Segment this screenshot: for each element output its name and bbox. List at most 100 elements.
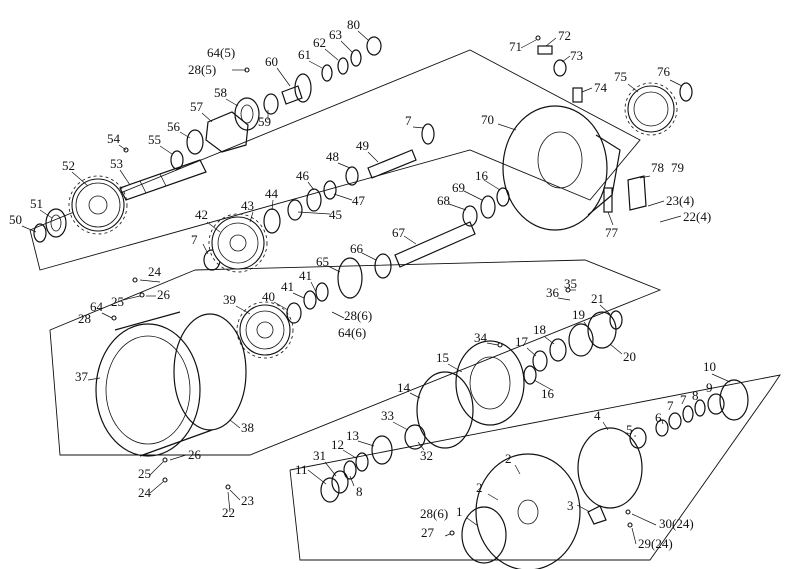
ring-8 xyxy=(343,460,357,480)
gear-31 xyxy=(331,470,349,494)
callout-7d: 7 xyxy=(680,392,687,407)
cover-4 xyxy=(577,427,643,509)
callout-30: 30(24) xyxy=(659,516,694,531)
ring-12 xyxy=(355,452,369,472)
callout-29: 29(24) xyxy=(638,536,673,551)
plug-74 xyxy=(572,87,583,103)
bolt-30 xyxy=(625,509,631,515)
callout-4: 4 xyxy=(594,408,601,423)
ring-76 xyxy=(679,82,693,102)
ring-48 xyxy=(345,166,359,186)
callout-19: 19 xyxy=(572,307,585,322)
sensor-78 xyxy=(627,175,647,211)
callout-22b: 22(4) xyxy=(683,209,711,224)
callout-39: 39 xyxy=(223,292,236,307)
callout-64: 64 xyxy=(90,299,104,314)
callout-56: 56 xyxy=(167,119,181,134)
callout-64-5: 64(5) xyxy=(207,45,235,60)
callout-2b: 2 xyxy=(476,480,483,495)
callout-labels: 1 2 2 3 4 5 6 7 7 7 7 8 8 9 10 11 12 13 … xyxy=(9,17,716,551)
drum-flange-38 xyxy=(173,313,247,431)
callout-3: 3 xyxy=(567,498,574,513)
callout-52: 52 xyxy=(62,158,75,173)
callout-23b: 23(4) xyxy=(666,193,694,208)
callout-42: 42 xyxy=(195,207,208,222)
callout-33: 33 xyxy=(381,408,394,423)
callout-6: 6 xyxy=(655,410,662,425)
frame-lower-assembly xyxy=(289,374,781,561)
seal-21 xyxy=(609,310,623,330)
callout-26b: 26 xyxy=(188,447,202,462)
callout-9: 9 xyxy=(706,380,713,395)
cover-1 xyxy=(461,506,507,564)
callout-13: 13 xyxy=(346,428,359,443)
ring-18 xyxy=(549,338,567,362)
callout-62: 62 xyxy=(313,35,326,50)
callout-31: 31 xyxy=(313,448,326,463)
callout-40: 40 xyxy=(262,289,275,304)
callout-69: 69 xyxy=(452,180,465,195)
o-ring-14 xyxy=(416,371,474,449)
bolt-25b xyxy=(162,457,168,463)
callout-64-6: 64(6) xyxy=(338,325,366,340)
callout-2: 2 xyxy=(505,451,512,466)
callout-1: 1 xyxy=(456,504,463,519)
callout-60: 60 xyxy=(265,54,278,69)
seal-41b xyxy=(303,290,317,310)
callout-24b: 24 xyxy=(138,485,152,500)
seal-ring-50 xyxy=(33,223,47,243)
gear-39 xyxy=(239,304,291,356)
carrier-group xyxy=(416,287,623,449)
callout-55: 55 xyxy=(148,132,161,147)
ring-16 xyxy=(496,187,510,207)
callout-38: 38 xyxy=(241,420,254,435)
callout-50: 50 xyxy=(9,212,22,227)
drum-end-37 xyxy=(95,323,201,457)
nut-80 xyxy=(366,36,382,56)
ring-7d xyxy=(682,405,694,423)
carrier-15 xyxy=(455,340,525,426)
callout-28-6: 28(6) xyxy=(344,308,372,323)
bolt-24a xyxy=(132,277,138,283)
callout-7: 7 xyxy=(405,113,412,128)
leader-lines xyxy=(21,30,731,545)
seal-41a xyxy=(315,282,329,302)
spacer-45 xyxy=(287,199,303,221)
input-shaft-group xyxy=(33,36,382,243)
bearing-cap-58 xyxy=(234,97,260,131)
disk-2 xyxy=(475,453,581,569)
callout-12: 12 xyxy=(331,437,344,452)
frame-middle-assembly xyxy=(49,259,662,456)
callout-46: 46 xyxy=(296,168,310,183)
callout-11: 11 xyxy=(295,462,308,477)
bearing-68 xyxy=(462,205,478,227)
bolt-71 xyxy=(535,35,541,41)
callout-76: 76 xyxy=(657,64,671,79)
shaft-67 xyxy=(394,221,476,268)
callout-34: 34 xyxy=(474,330,488,345)
lower-group xyxy=(320,379,749,569)
bolt-24b xyxy=(162,477,168,483)
callout-8b: 8 xyxy=(692,388,699,403)
callout-48: 48 xyxy=(326,149,339,164)
drum-group xyxy=(95,277,247,490)
callout-21: 21 xyxy=(591,291,604,306)
callout-58: 58 xyxy=(214,85,227,100)
callout-26: 26 xyxy=(157,287,171,302)
callout-43: 43 xyxy=(241,198,254,213)
bearing-69 xyxy=(480,195,496,219)
bolt-27 xyxy=(449,530,455,536)
callout-32: 32 xyxy=(420,448,433,463)
washer-62 xyxy=(337,57,349,75)
seal-3 xyxy=(587,505,607,525)
callout-66: 66 xyxy=(350,241,364,256)
ring-55 xyxy=(170,150,184,170)
frame-upper-assembly xyxy=(29,49,641,271)
ring-7c xyxy=(668,412,682,430)
callout-68: 68 xyxy=(437,193,450,208)
callout-61: 61 xyxy=(298,47,311,62)
callout-14: 14 xyxy=(397,380,411,395)
gear-13 xyxy=(371,435,393,465)
callout-17: 17 xyxy=(515,334,529,349)
callout-78: 78 xyxy=(651,160,664,175)
